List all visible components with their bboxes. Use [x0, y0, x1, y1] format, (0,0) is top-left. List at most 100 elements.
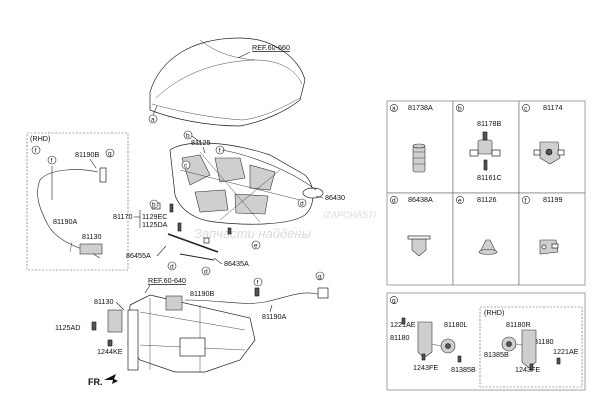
grid-letter-d: d — [392, 197, 396, 204]
g-rhd-box — [479, 306, 583, 388]
hinge-bolts — [169, 203, 182, 232]
callout-d-3 — [201, 266, 211, 276]
grid-letter-a: a — [392, 105, 396, 112]
g-left-81180L[interactable]: 81180L — [444, 320, 467, 329]
legend-grid — [386, 100, 586, 391]
part-86455A-label[interactable]: 86455A — [126, 251, 151, 260]
grid-letter-e: e — [458, 197, 462, 204]
g-left-81180[interactable]: 81180 — [390, 333, 409, 342]
hood-ref-label[interactable]: REF.60-660 — [252, 43, 290, 52]
grid-callout-g — [390, 296, 398, 304]
front-arrow-icon — [104, 374, 118, 384]
rhd-callout-f1 — [31, 145, 41, 155]
clip-86438A-icon — [407, 235, 431, 257]
grid-part-81161C[interactable]: 81161C — [477, 173, 502, 182]
grid-part-81174[interactable]: 81174 — [543, 103, 562, 112]
part-81130-lower-label[interactable]: 81130 — [94, 297, 113, 306]
cable-callout-g — [315, 271, 325, 281]
grid-part-86438A[interactable]: 86438A — [408, 195, 433, 204]
callout-b — [183, 130, 193, 140]
callout-b-2 — [149, 199, 159, 209]
clip-81199-icon — [539, 239, 559, 255]
grid-callout-d — [390, 196, 398, 204]
part-1129EC-label[interactable]: 1129EC — [142, 212, 167, 221]
svg-text:d: d — [170, 264, 174, 271]
rhd-callout-g — [105, 148, 115, 158]
part-81190A-lower-label[interactable]: 81190A — [262, 312, 286, 321]
grid-letter-f: f — [525, 197, 527, 204]
svg-text:g: g — [108, 151, 112, 158]
g-right-81385B[interactable]: 81385B — [484, 350, 509, 359]
svg-text:b: b — [152, 202, 156, 209]
grid-letter-b: b — [458, 105, 462, 112]
callout-e — [251, 240, 261, 250]
grid-callout-b — [456, 104, 464, 112]
part-86435A-label[interactable]: 86435A — [224, 259, 249, 268]
hood-panel — [149, 37, 306, 127]
hinge-81174-icon — [533, 141, 565, 165]
g-left-latch-icon — [401, 317, 462, 363]
part-81125-label[interactable]: 81125 — [191, 138, 210, 147]
svg-text:g: g — [318, 274, 322, 281]
rhd-box — [26, 132, 129, 271]
rhd-callout-f2 — [47, 155, 57, 165]
svg-text:f: f — [257, 280, 259, 287]
grid-callout-c — [522, 104, 530, 112]
part-1244KE-label[interactable]: 1244KE — [97, 347, 123, 356]
g-left-1221AE[interactable]: 1221AE — [390, 320, 416, 329]
direction-label: FR. — [88, 377, 103, 387]
g-left-1243FE[interactable]: 1243FE — [413, 363, 438, 372]
grid-callout-e — [456, 196, 464, 204]
callout-d — [297, 198, 307, 208]
bolt-1244KE — [107, 339, 113, 347]
svg-text:f: f — [51, 158, 53, 165]
grid-letter-c: c — [524, 105, 528, 112]
part-81170-label[interactable]: 81170 — [113, 212, 132, 221]
grid-part-81738A[interactable]: 81738A — [408, 103, 433, 112]
release-cable — [184, 287, 329, 304]
latch-81130 — [107, 309, 123, 333]
g-left-81385B[interactable]: 81385B — [451, 365, 476, 374]
callout-d-2 — [167, 261, 177, 271]
g-right-81180R[interactable]: 81180R — [506, 320, 531, 329]
svg-text:f: f — [219, 148, 221, 155]
frame-ref-label[interactable]: REF.60-640 — [148, 276, 186, 285]
g-right-1221AE[interactable]: 1221AE — [553, 347, 579, 356]
bracket-81178B-icon — [469, 131, 501, 171]
callout-f-inner — [215, 145, 225, 155]
rhd-81190A-label[interactable]: 81190A — [53, 217, 77, 226]
hood-inner-panel — [169, 142, 324, 225]
grid-callout-a — [390, 104, 398, 112]
grommet-81126-icon — [478, 239, 498, 255]
callout-c — [181, 160, 191, 170]
hood-stay-rod — [167, 233, 219, 261]
svg-text:a: a — [151, 117, 155, 124]
watermark-tag: /ZAPCHASTI — [322, 210, 377, 220]
grid-callout-f — [522, 196, 530, 204]
front-end-module — [127, 294, 256, 373]
rhd-label: (RHD) — [30, 134, 50, 143]
part-86430-label[interactable]: 86430 — [325, 193, 345, 202]
cable-callout-f — [253, 277, 263, 287]
bolt-1125AD — [91, 321, 97, 331]
grid-part-81126[interactable]: 81126 — [477, 195, 496, 204]
svg-text:f: f — [35, 148, 37, 155]
svg-text:e: e — [254, 243, 258, 250]
part-1125DA-label[interactable]: 1125DA — [142, 220, 168, 229]
rhd-81190B-label[interactable]: 81190B — [75, 150, 99, 159]
g-right-latch-icon — [501, 329, 561, 371]
grid-part-81178B[interactable]: 81178B — [477, 119, 501, 128]
part-81190B-lower-label[interactable]: 81190B — [190, 289, 214, 298]
part-1125AD-label[interactable]: 1125AD — [55, 323, 80, 332]
g-right-1243FE[interactable]: 1243FE — [515, 365, 540, 374]
g-right-81180[interactable]: 81180 — [534, 337, 553, 346]
rhd-cable — [37, 166, 107, 259]
grid-part-81199[interactable]: 81199 — [543, 195, 562, 204]
stay-grommet — [227, 227, 232, 235]
svg-text:c: c — [184, 163, 188, 170]
rhd-81130-label[interactable]: 81130 — [82, 232, 101, 241]
bumper-81738A-icon — [412, 143, 426, 173]
svg-text:b: b — [186, 133, 190, 140]
watermark-text: Запчасти найдены — [194, 226, 312, 241]
